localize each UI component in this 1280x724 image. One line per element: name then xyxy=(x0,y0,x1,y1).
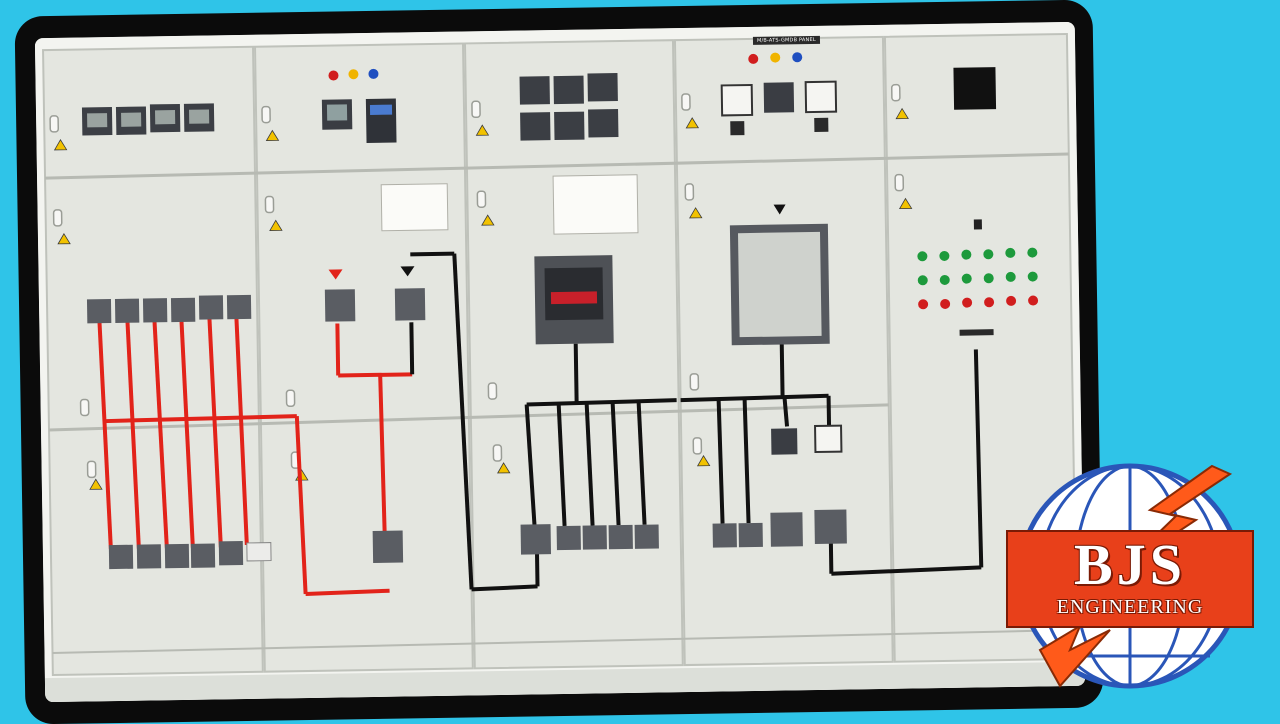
logo-box: BJS ENGINEERING xyxy=(1006,530,1254,628)
spare-slot xyxy=(247,543,271,561)
feeder-meter xyxy=(771,428,797,454)
logo-title: BJS xyxy=(1008,536,1252,594)
display-column-5 xyxy=(953,67,996,110)
schematic-paper-2 xyxy=(553,175,638,234)
feeder-analog-meter xyxy=(815,426,841,452)
schematic-paper-1 xyxy=(381,184,448,231)
logo-subtitle: ENGINEERING xyxy=(1008,596,1252,618)
switchgear-drawing xyxy=(35,22,1085,702)
bjs-logo: BJS ENGINEERING xyxy=(1000,450,1260,700)
main-air-circuit-breaker xyxy=(534,255,613,344)
panel-label: M/B-ATS-GMDB PANEL xyxy=(753,36,820,45)
switchgear-photo: M/B-ATS-GMDB PANEL xyxy=(35,22,1085,702)
